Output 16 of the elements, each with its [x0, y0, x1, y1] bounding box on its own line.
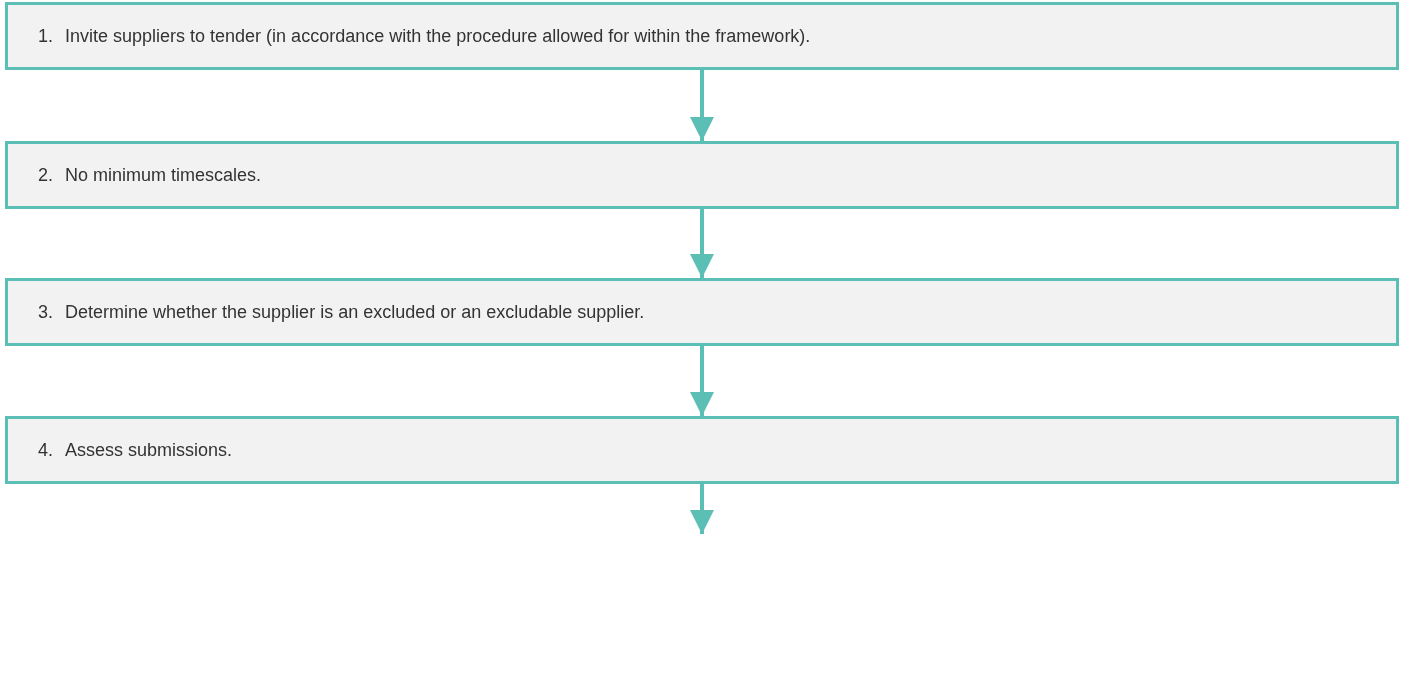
- process-box: [5, 278, 1399, 346]
- process-box: [5, 2, 1399, 70]
- arrow: [690, 209, 714, 278]
- step-number: 4.: [38, 439, 54, 461]
- step-text: Determine whether the supplier is an excluded or an excludable supplier.: [65, 301, 645, 323]
- step-number: 1.: [38, 25, 54, 47]
- step-text: Invite suppliers to tender (in accordance with the procedure allowed for within the framework).: [65, 25, 811, 47]
- step-text: Assess submissions.: [65, 439, 233, 461]
- arrow: [690, 346, 714, 416]
- process-box: [5, 141, 1399, 209]
- arrow: [690, 484, 714, 534]
- step-number: 2.: [38, 164, 54, 186]
- process-box: [5, 416, 1399, 484]
- step-number: 3.: [38, 301, 54, 323]
- arrow: [690, 70, 714, 141]
- step-text: No minimum timescales.: [65, 164, 262, 186]
